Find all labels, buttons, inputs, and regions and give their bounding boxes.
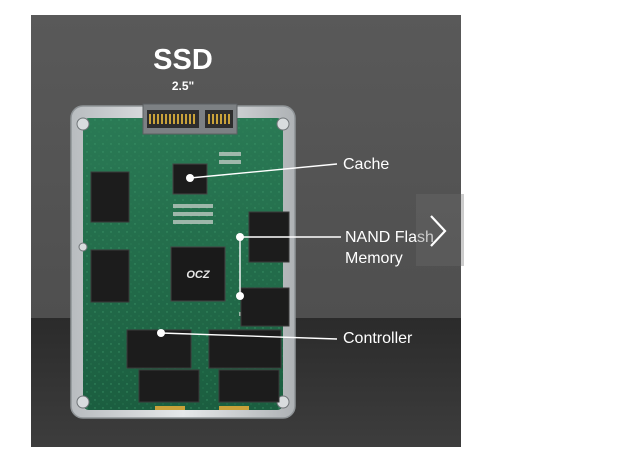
chevron-right-icon	[430, 215, 447, 247]
diagram-title: SSD	[153, 44, 213, 76]
controller-chip	[170, 246, 226, 302]
edge-contacts	[155, 406, 249, 410]
callout-nand-line1: NAND Flash	[345, 229, 434, 246]
callout-controller: Controller	[343, 330, 413, 347]
controller-brand-label: OCZ	[186, 269, 211, 281]
callout-leader-lines	[157, 163, 341, 340]
callout-nand-line2: Memory	[345, 250, 403, 267]
next-slide-button[interactable]	[416, 194, 464, 266]
sata-connector	[142, 103, 238, 135]
diagram-subtitle: 2.5"	[171, 79, 195, 93]
diagram-panel: SSD 2.5"	[31, 15, 461, 447]
callout-cache: Cache	[343, 156, 390, 173]
nand-chips-left	[90, 171, 130, 303]
ssd-board-illustration: OCZ	[70, 103, 296, 419]
